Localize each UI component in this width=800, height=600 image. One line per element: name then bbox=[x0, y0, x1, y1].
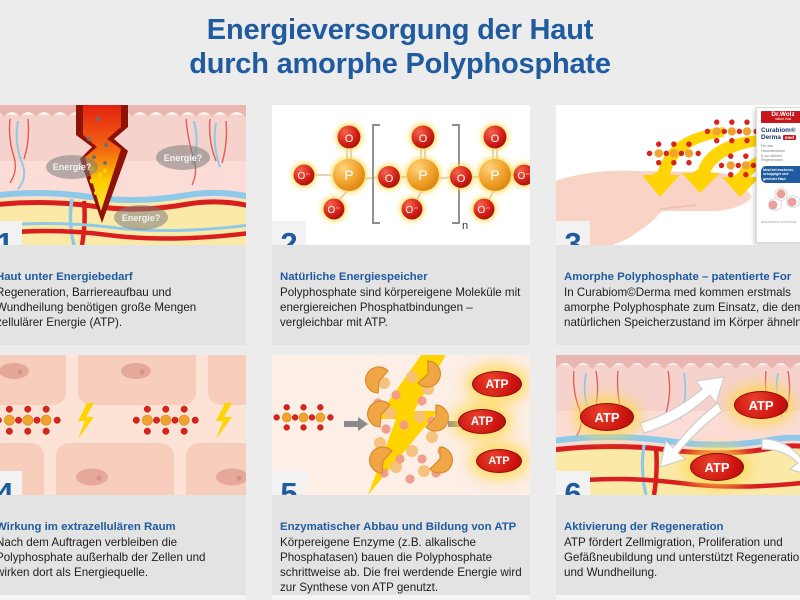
panel-5-caption: Enzymatischer Abbau und Bildung von ATP … bbox=[272, 495, 530, 595]
process-arrow-1 bbox=[344, 417, 368, 431]
svg-text:O: O bbox=[457, 173, 466, 185]
svg-text:O⁻: O⁻ bbox=[477, 205, 490, 216]
skin-vessels-svg-2 bbox=[556, 355, 800, 495]
panel-6-number: 6 bbox=[556, 471, 590, 495]
atp-pill-3: ATP bbox=[476, 449, 522, 473]
page-title-line1: Energieversorgung der Haut bbox=[206, 14, 594, 46]
product-banner-line3: gereizter Haut bbox=[763, 176, 786, 181]
svg-text:O⁻: O⁻ bbox=[297, 171, 310, 182]
panel-2-number: 2 bbox=[272, 221, 306, 245]
energy-bubble-2: Energie? bbox=[156, 145, 210, 170]
panel-3-heading: Amorphe Polyphosphate – patentierte For bbox=[564, 271, 792, 283]
product-banner: Ideal bei trockener, schuppiger und gere… bbox=[761, 166, 800, 183]
atp-pill-2: ATP bbox=[458, 409, 506, 434]
panel-3-caption: Amorphe Polyphosphate – patentierte For … bbox=[556, 245, 800, 345]
panel-5-number: 5 bbox=[272, 471, 306, 495]
atp-pill-4: ATP bbox=[580, 403, 634, 431]
product-name-line1: Curabiom® bbox=[761, 126, 796, 134]
panel-1-heading: Haut unter Energiebedarf bbox=[0, 271, 133, 283]
svg-text:O⁻: O⁻ bbox=[327, 205, 340, 216]
panel-1-body: Regeneration, Barriereaufbau und Wundhei… bbox=[0, 286, 197, 329]
svg-text:P: P bbox=[418, 167, 427, 183]
svg-text:O: O bbox=[419, 133, 428, 145]
atp-pill-5: ATP bbox=[734, 391, 788, 419]
panel-1-number: 1 bbox=[0, 221, 22, 245]
panel-1-illustration: Energie? Energie? Energie? 1 bbox=[0, 105, 246, 245]
cells-svg bbox=[0, 355, 246, 495]
panel-3-number: 3 bbox=[556, 221, 590, 245]
panel-5: ATP ATP ATP 5 Enzymatischer Abbau und Bi… bbox=[272, 355, 530, 600]
svg-text:O⁻: O⁻ bbox=[517, 171, 530, 182]
panel-3-body: In Curabiom©Derma med kommen erstmals am… bbox=[564, 286, 800, 329]
product-claim-line1: Für das bbox=[761, 144, 774, 149]
svg-text:O: O bbox=[491, 133, 500, 145]
lightning-bolt-icon bbox=[78, 403, 232, 439]
product-brand-logo: Dr.Wolz nature trust bbox=[761, 111, 800, 123]
panel-2-body: Polyphosphate sind körpereigene Moleküle… bbox=[280, 286, 521, 329]
polyphosphate-formula-svg: n bbox=[293, 124, 530, 232]
panel-2-heading: Natürliche Energiespeicher bbox=[280, 271, 428, 283]
product-name-badge: med bbox=[782, 135, 796, 141]
panel-6: ATP ATP ATP 6 Aktivierung der Regenerati… bbox=[556, 355, 800, 600]
panel-2-caption: Natürliche Energiespeicher Polyphosphate… bbox=[272, 245, 530, 345]
svg-text:O⁻: O⁻ bbox=[405, 205, 418, 216]
atp-pill-6: ATP bbox=[690, 453, 744, 481]
product-box: Dr.Wolz nature trust Curabiom® Derma med… bbox=[756, 107, 800, 243]
panel-5-heading: Enzymatischer Abbau und Bildung von ATP bbox=[280, 521, 517, 533]
product-brand-name: Dr.Wolz bbox=[771, 111, 795, 118]
panel-4-body: Nach dem Auftragen verbleiben die Polyph… bbox=[0, 536, 206, 579]
product-banner-line2: schuppiger und bbox=[763, 172, 789, 177]
product-claim-line2: Hautmikrobiom bbox=[761, 149, 786, 153]
svg-text:P: P bbox=[344, 167, 353, 183]
energy-bubble-1: Energie? bbox=[46, 155, 98, 179]
product-claim-line4: Regeneration bbox=[761, 158, 783, 163]
panel-4: 4 Wirkung im extrazellulären Raum Nach d… bbox=[0, 355, 246, 600]
energy-bubble-3: Energie? bbox=[114, 205, 168, 230]
panel-1: Energie? Energie? Energie? 1 Haut unter … bbox=[0, 105, 246, 345]
panel-4-caption: Wirkung im extrazellulären Raum Nach dem… bbox=[0, 495, 246, 595]
product-claim-line3: & zur aktiven bbox=[761, 153, 782, 158]
panel-3-illustration: Dr.Wolz nature trust Curabiom® Derma med… bbox=[556, 105, 800, 245]
panel-4-illustration: 4 bbox=[0, 355, 246, 495]
panel-6-caption: Aktivierung der Regeneration ATP fördert… bbox=[556, 495, 800, 595]
panel-3: Dr.Wolz nature trust Curabiom® Derma med… bbox=[556, 105, 800, 345]
formula-subscript-n: n bbox=[462, 220, 468, 232]
panel-2: n bbox=[272, 105, 530, 345]
regeneration-arrow-icon bbox=[639, 376, 800, 473]
panel-1-caption: Haut unter Energiebedarf Regeneration, B… bbox=[0, 245, 246, 345]
page-title-line2: durch amorphe Polyphosphate bbox=[189, 47, 611, 80]
panel-6-illustration: ATP ATP ATP 6 bbox=[556, 355, 800, 495]
product-molecule-graphic bbox=[768, 187, 800, 212]
product-name-line2: Derma bbox=[761, 133, 781, 141]
enzymatic-breakdown-svg bbox=[273, 355, 472, 495]
atp-pill-1: ATP bbox=[472, 371, 522, 397]
product-brand-sub: nature trust bbox=[774, 117, 792, 122]
panel-6-body: ATP fördert Zellmigration, Proliferation… bbox=[564, 536, 800, 579]
svg-text:O: O bbox=[385, 173, 394, 185]
product-banner-line1: Ideal bei trockener, bbox=[763, 168, 794, 173]
panel-4-number: 4 bbox=[0, 471, 22, 495]
svg-text:P: P bbox=[490, 167, 499, 183]
svg-text:O: O bbox=[345, 133, 354, 145]
product-footer-text: MEDIZINISCHE HAUTPFLEGE bbox=[761, 220, 797, 224]
panel-2-illustration: n bbox=[272, 105, 530, 245]
panel-4-heading: Wirkung im extrazellulären Raum bbox=[0, 521, 176, 533]
skin-vessels-svg bbox=[0, 105, 246, 245]
panel-5-body: Körpereigene Enzyme (z.B. alkalische Pho… bbox=[280, 536, 522, 594]
panel-5-illustration: ATP ATP ATP 5 bbox=[272, 355, 530, 495]
enzyme-icon bbox=[365, 360, 453, 474]
panel-6-heading: Aktivierung der Regeneration bbox=[564, 521, 724, 533]
page-title: Energieversorgung der Haut durch amorphe… bbox=[0, 14, 800, 81]
